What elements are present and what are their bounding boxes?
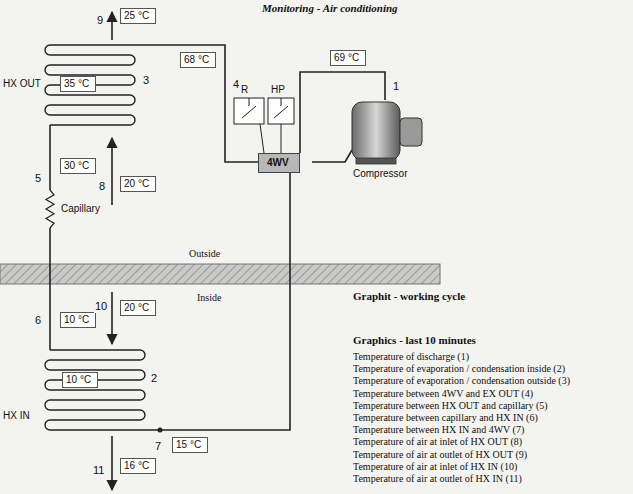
part-name: Compressor	[352, 168, 408, 180]
sensor-dot	[158, 428, 163, 433]
callout-number: 3	[142, 74, 150, 87]
relay-hp-contact	[281, 98, 282, 106]
temperature-value: 20 °C	[124, 302, 152, 314]
temperature-value: 10 °C	[64, 314, 92, 326]
pipe-compressor-suction	[312, 150, 352, 162]
part-name: HX OUT	[2, 78, 42, 90]
temperature-value: 35 °C	[64, 78, 92, 90]
callout-number: 4	[232, 78, 240, 91]
section-heading: Graphit - working cycle	[352, 290, 466, 303]
temperature-box: 20 °C	[120, 300, 156, 316]
capillary-tube	[46, 190, 54, 228]
part-name: Capillary	[60, 203, 101, 215]
section-heading: Graphics - last 10 minutes	[352, 334, 477, 347]
wall-band	[0, 264, 440, 284]
temperature-box: 35 °C	[60, 76, 96, 92]
legend-line: Temperature between capillary and HX IN …	[352, 412, 539, 424]
temperature-value: 16 °C	[124, 460, 152, 472]
temperature-box: 30 °C	[60, 158, 96, 174]
callout-number: 7	[154, 440, 162, 453]
relay-r	[234, 98, 264, 124]
relay-r-wire	[260, 124, 264, 153]
pipe-capillary-hx-in	[49, 228, 51, 350]
coil-tube	[45, 350, 145, 430]
relay-r-contact	[249, 98, 250, 106]
relays	[234, 98, 294, 153]
callout-number: 6	[34, 314, 42, 327]
relay-hp-wire	[281, 124, 282, 153]
callout-number: 8	[98, 180, 106, 193]
temperature-value: 25 °C	[124, 10, 152, 22]
temperature-value: 15 °C	[176, 439, 204, 451]
legend-line: Temperature between HX IN and 4WV (7)	[352, 424, 525, 436]
relay-r-switch	[242, 106, 256, 118]
legend-line: Temperature of air at inlet of HX IN (10…	[352, 461, 518, 473]
temperature-value: 68 °C	[184, 54, 212, 66]
temperature-value: 10 °C	[66, 374, 94, 386]
coil-hx-out	[45, 45, 135, 125]
temperature-value: 20 °C	[124, 178, 152, 190]
part-name: HX IN	[2, 410, 31, 422]
legend-line: Temperature of evaporation / condensatio…	[352, 375, 571, 387]
relay-hp-switch	[274, 106, 288, 118]
relay-hp	[268, 98, 294, 124]
relay-label: HP	[270, 84, 286, 96]
compressor-symbol	[352, 102, 422, 164]
legend-line: Temperature between 4WV and EX OUT (4)	[352, 388, 534, 400]
coil-tube	[45, 45, 135, 125]
legend-line: Temperature between HX OUT and capillary…	[352, 400, 549, 412]
legend-line: Temperature of air at outlet of HX OUT (…	[352, 449, 528, 461]
callout-number: 5	[34, 172, 42, 185]
air-arrows	[111, 12, 113, 490]
valve-box: 4WV	[258, 153, 300, 173]
temperature-value: 69 °C	[334, 52, 362, 64]
zone-label: Inside	[196, 292, 222, 304]
coil-hx-in	[45, 350, 145, 430]
diagram-title: Monitoring - Air conditioning	[262, 2, 398, 14]
legend-line: Temperature of air at inlet of HX OUT (8…	[352, 436, 523, 448]
capillary-coil	[46, 190, 54, 228]
temperature-box: 15 °C	[172, 437, 208, 453]
callout-number: 2	[150, 372, 158, 385]
callout-number: 9	[96, 14, 104, 27]
temperature-box: 16 °C	[120, 458, 156, 474]
temperature-value: 30 °C	[64, 160, 92, 172]
temperature-value: 4WV	[267, 157, 291, 169]
pipe-hx-out-capillary	[49, 125, 51, 190]
pipes	[50, 45, 385, 430]
callout-number: 10	[94, 300, 108, 313]
legend-line: Temperature of air at outlet of HX IN (1…	[352, 473, 523, 485]
temperature-box: 25 °C	[120, 8, 156, 24]
temperature-box: 69 °C	[330, 50, 366, 66]
callout-number: 1	[392, 80, 400, 93]
zone-label: Outside	[188, 248, 221, 260]
relay-label: R	[240, 84, 249, 96]
legend-line: Temperature of discharge (1)	[352, 351, 470, 363]
callout-number: 11	[92, 464, 105, 477]
temperature-box: 20 °C	[120, 176, 156, 192]
legend-line: Temperature of evaporation / condensatio…	[352, 363, 566, 375]
temperature-box: 68 °C	[180, 52, 216, 68]
temperature-box: 10 °C	[60, 312, 96, 328]
temperature-box: 10 °C	[62, 372, 98, 388]
pipe-hx-in-valve	[140, 172, 290, 430]
